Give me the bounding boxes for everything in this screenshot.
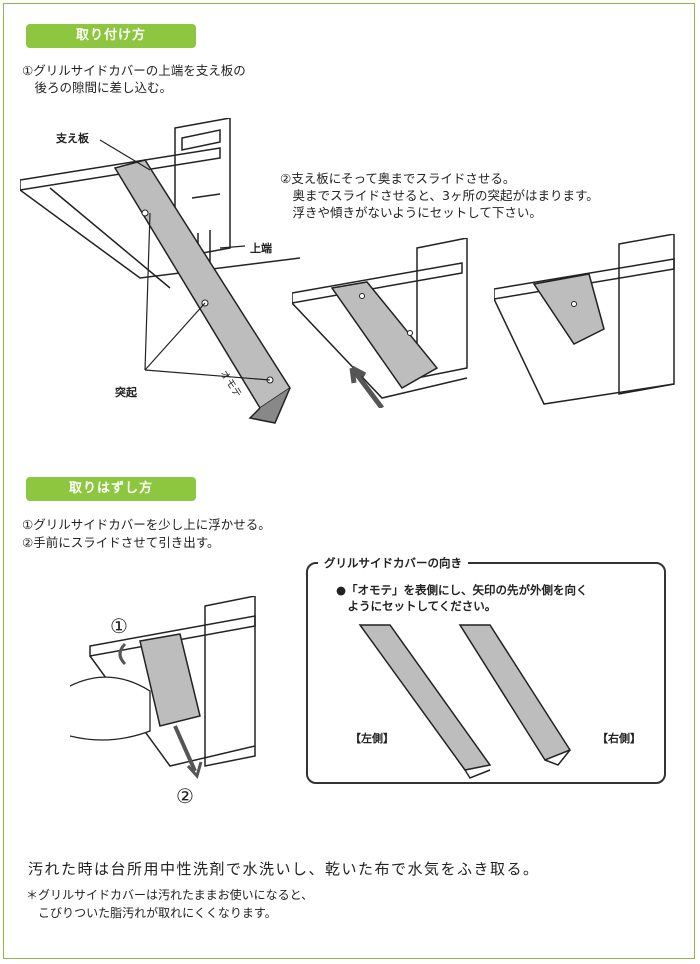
- label-top-edge: 上端: [250, 242, 272, 255]
- care-note-line1: ＊グリルサイドカバーは汚れたままお使いになると、: [26, 888, 314, 902]
- remove-marker-2: ②: [176, 784, 194, 808]
- mount-step2-line1: ②支え板にそって奥までスライドさせる。: [280, 171, 516, 186]
- orientation-panel: [306, 562, 666, 784]
- mount-heading: 取り付け方: [26, 24, 196, 48]
- label-bumps: 突起: [115, 386, 137, 399]
- figure-remove-cover: [70, 596, 256, 780]
- remove-marker-1: ①: [110, 614, 128, 638]
- mount-step2-line3: 浮きや傾きがないようにセットして下さい。: [280, 205, 542, 220]
- mount-step1-line2: 後ろの隙間に差し込む。: [22, 80, 173, 95]
- page-frame: [3, 3, 695, 959]
- orientation-title: グリルサイドカバーの向き: [318, 555, 468, 571]
- orientation-note-line2: ようにセットしてください。: [336, 599, 497, 613]
- care-main: 汚れた時は台所用中性洗剤で水洗いし、乾いた布で水気をふき取る。: [28, 860, 540, 878]
- remove-step2: ②手前にスライドさせて引き出す。: [22, 535, 220, 550]
- label-right-side: 【右側】: [597, 732, 641, 745]
- remove-heading: 取りはずし方: [26, 477, 196, 501]
- label-support-plate: 支え板: [56, 132, 89, 145]
- orientation-note-line1: ●「オモテ」を表側にし、矢印の先が外側を向く: [336, 583, 588, 597]
- figure-insert-cover: オモテ: [20, 118, 300, 424]
- figure-cover-seated: [494, 234, 675, 405]
- right-cover-illustration: [458, 624, 572, 766]
- figure-orientation-covers: [358, 624, 572, 779]
- care-note-line2: こびりついた脂汚れが取れにくくなります。: [26, 906, 277, 920]
- mount-step2-line2: 奥までスライドさせると、3ヶ所の突起がはまります。: [280, 188, 599, 203]
- grill-cover-illustration: [113, 159, 292, 424]
- figure-slide-cover: [292, 238, 468, 408]
- left-cover-illustration: [358, 624, 492, 779]
- remove-step1: ①グリルサイドカバーを少し上に浮かせる。: [22, 517, 271, 532]
- mount-step1-line1: ①グリルサイドカバーの上端を支え板の: [22, 63, 246, 78]
- label-left-side: 【左側】: [350, 732, 394, 745]
